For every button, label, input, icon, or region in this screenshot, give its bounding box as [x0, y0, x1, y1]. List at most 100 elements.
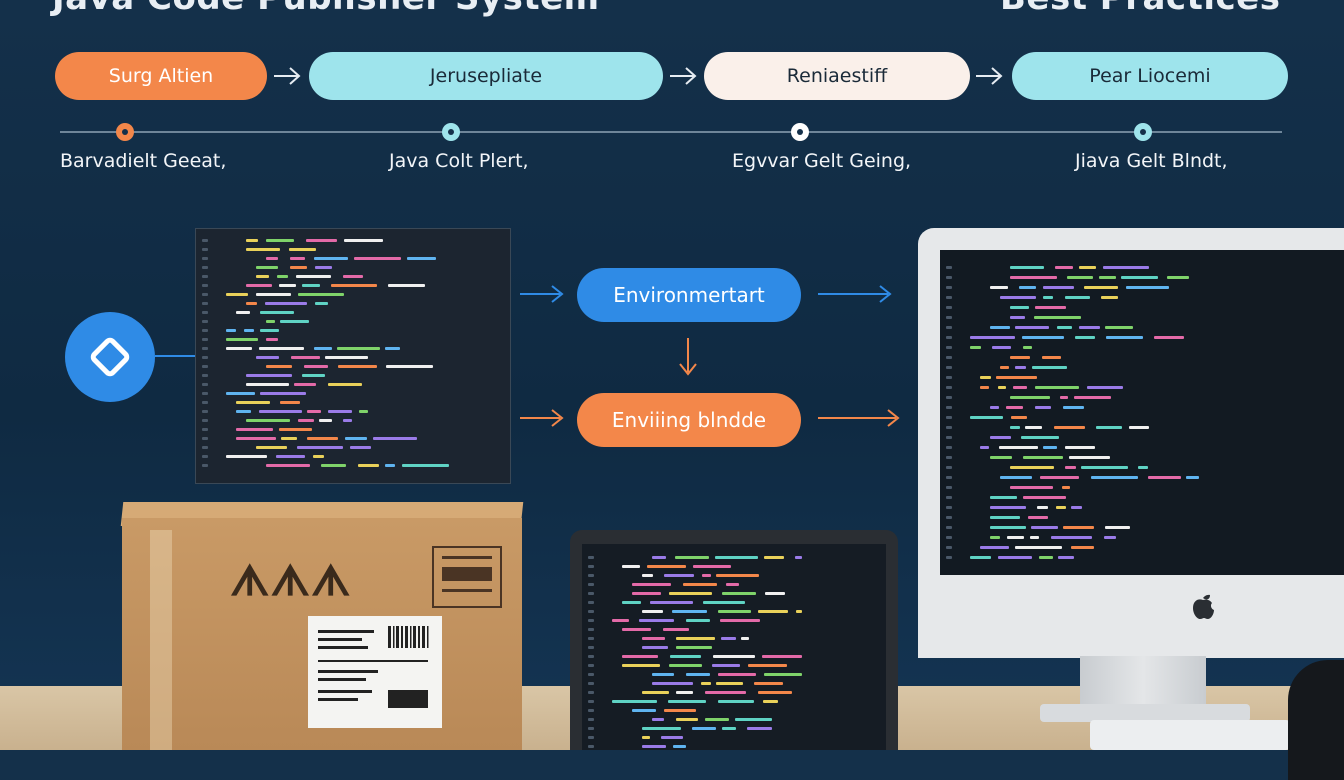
- code-token: [721, 637, 736, 640]
- code-gutter-mark: [202, 383, 208, 386]
- code-token: [762, 655, 802, 658]
- code-token: [642, 736, 650, 739]
- code-token: [321, 464, 346, 467]
- code-token: [1022, 336, 1064, 339]
- flow-step-4[interactable]: Pear Liocemi: [1012, 52, 1288, 100]
- code-token: [280, 401, 300, 404]
- flow-step-1[interactable]: Surg Altien: [55, 52, 267, 100]
- code-gutter-mark: [946, 406, 952, 409]
- code-token: [302, 374, 325, 377]
- code-token: [1105, 526, 1130, 529]
- code-token: [735, 718, 772, 721]
- code-gutter-mark: [202, 329, 208, 332]
- code-token: [652, 673, 674, 676]
- code-token: [652, 718, 664, 721]
- code-token: [1121, 276, 1158, 279]
- code-token: [291, 356, 320, 359]
- code-token: [279, 284, 296, 287]
- code-token: [686, 673, 710, 676]
- code-token: [266, 320, 275, 323]
- code-gutter-mark: [588, 574, 594, 577]
- code-token: [1096, 426, 1122, 429]
- code-token: [980, 386, 989, 389]
- code-token: [1023, 346, 1032, 349]
- code-token: [354, 257, 401, 260]
- arrow-right-icon: [976, 67, 1003, 85]
- environment-build-label: Enviiing blndde: [611, 408, 767, 432]
- code-token: [702, 574, 711, 577]
- code-token: [990, 286, 1008, 289]
- code-token: [306, 239, 337, 242]
- code-token: [290, 257, 305, 260]
- code-gutter-mark: [588, 565, 594, 568]
- flow-step-2[interactable]: Jerusepliate: [309, 52, 663, 100]
- code-token: [328, 410, 352, 413]
- code-token: [343, 275, 363, 278]
- laptop-code-screen: [582, 544, 886, 750]
- code-gutter-mark: [946, 516, 952, 519]
- code-token: [1000, 366, 1009, 369]
- environment-button[interactable]: Environmertart: [577, 268, 801, 322]
- code-token: [1104, 536, 1116, 539]
- timeline-label-2: Java Colt Plert,: [389, 150, 529, 172]
- code-token: [246, 419, 290, 422]
- code-token: [764, 673, 802, 676]
- code-token: [296, 275, 331, 278]
- code-token: [1069, 456, 1110, 459]
- environment-build-button[interactable]: Enviiing blndde: [577, 393, 801, 447]
- code-token: [1106, 336, 1143, 339]
- code-token: [705, 691, 746, 694]
- code-token: [373, 437, 417, 440]
- code-token: [1056, 506, 1066, 509]
- code-gutter-mark: [946, 446, 952, 449]
- code-gutter-mark: [588, 673, 594, 676]
- code-gutter-mark: [202, 401, 208, 404]
- code-token: [664, 574, 694, 577]
- timeline-label-4: Jiava Gelt Blndt,: [1075, 150, 1228, 172]
- code-token: [1051, 536, 1092, 539]
- arrow-right-icon: [520, 409, 564, 427]
- code-gutter-mark: [946, 346, 952, 349]
- code-gutter-mark: [588, 592, 594, 595]
- code-token: [1039, 556, 1053, 559]
- code-token: [642, 610, 663, 613]
- code-token: [748, 664, 787, 667]
- code-token: [718, 700, 754, 703]
- flow-step-3[interactable]: Reniaestiff: [704, 52, 970, 100]
- code-token: [990, 536, 1000, 539]
- code-gutter-mark: [202, 248, 208, 251]
- code-token: [990, 436, 1011, 439]
- code-token: [260, 329, 279, 332]
- code-token: [1138, 466, 1148, 469]
- code-token: [612, 619, 629, 622]
- code-token: [1167, 276, 1189, 279]
- code-token: [386, 365, 433, 368]
- code-gutter-mark: [588, 727, 594, 730]
- code-token: [1043, 446, 1057, 449]
- code-token: [266, 239, 294, 242]
- code-token: [277, 275, 288, 278]
- code-gutter-mark: [588, 682, 594, 685]
- code-token: [1010, 266, 1044, 269]
- code-gutter-mark: [946, 316, 952, 319]
- code-token: [683, 583, 717, 586]
- code-token: [337, 347, 380, 350]
- code-gutter-mark: [946, 546, 952, 549]
- code-token: [632, 709, 656, 712]
- code-token: [1060, 396, 1068, 399]
- code-token: [246, 248, 280, 251]
- code-token: [298, 419, 314, 422]
- code-token: [765, 592, 785, 595]
- code-token: [990, 496, 1017, 499]
- code-token: [1030, 536, 1039, 539]
- code-token: [661, 736, 683, 739]
- code-token: [1015, 326, 1049, 329]
- code-token: [1010, 426, 1020, 429]
- office-chair: [1288, 660, 1344, 780]
- code-token: [1023, 496, 1066, 499]
- code-token: [1063, 526, 1094, 529]
- code-token: [1040, 476, 1079, 479]
- code-token: [315, 302, 328, 305]
- arrow-down-icon: [679, 338, 697, 376]
- code-token: [358, 464, 379, 467]
